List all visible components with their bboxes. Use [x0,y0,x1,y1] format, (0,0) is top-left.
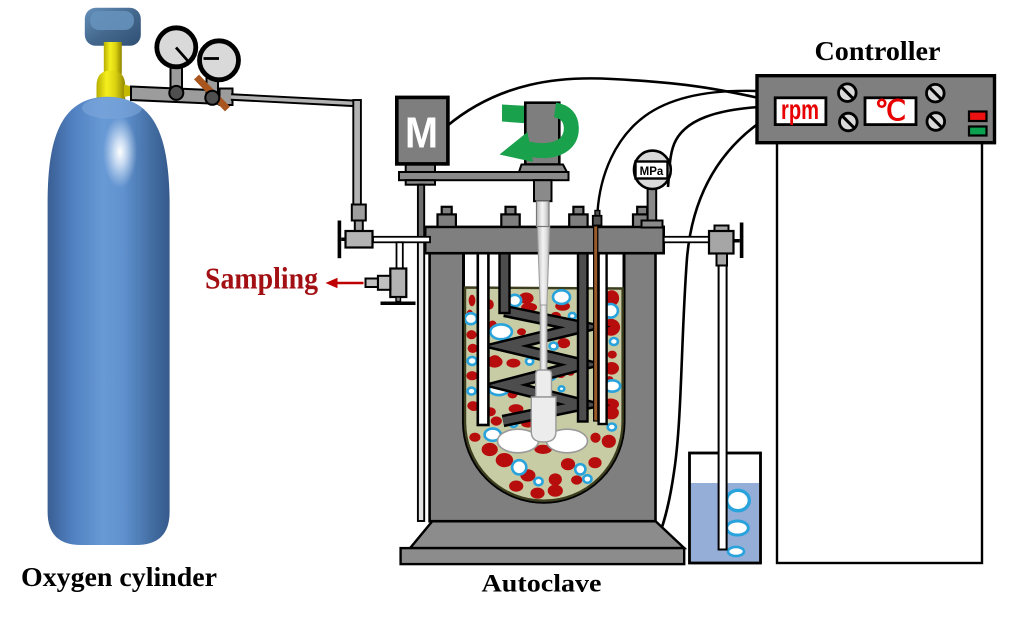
svg-text:MPa: MPa [640,166,664,178]
svg-text:Autoclave: Autoclave [482,569,602,598]
svg-text:rpm: rpm [781,94,819,125]
svg-text:M: M [405,109,438,158]
svg-text:Controller: Controller [815,36,941,66]
svg-text:Oxygen cylinder: Oxygen cylinder [21,562,217,592]
svg-text:℃: ℃ [875,95,906,126]
svg-text:Sampling: Sampling [205,261,318,296]
